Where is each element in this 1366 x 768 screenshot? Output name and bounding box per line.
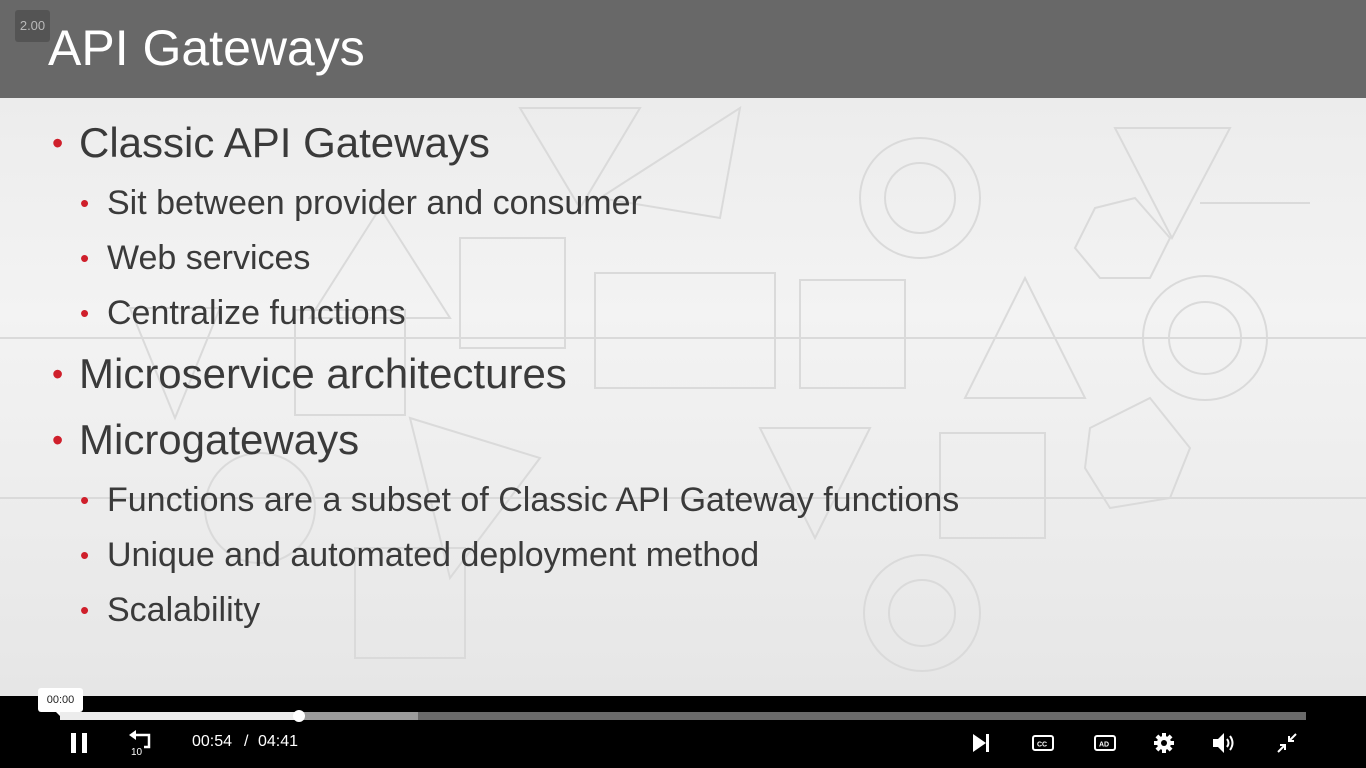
slide-title: API Gateways <box>48 20 365 76</box>
audio-description-button[interactable]: AD <box>1090 728 1120 758</box>
bullet-item: •Microservice architectures <box>52 350 567 397</box>
next-button[interactable] <box>966 728 996 758</box>
volume-icon <box>1213 733 1234 753</box>
seek-hover-time-tooltip: 00:00 <box>38 688 83 716</box>
bullet-item: •Classic API Gateways <box>52 119 490 166</box>
sub-bullet-item: •Unique and automated deployment method <box>80 536 760 574</box>
closed-captions-icon: CC <box>1032 735 1054 751</box>
bullet-dot-icon: • <box>80 485 90 515</box>
seek-bar-handle[interactable] <box>293 710 306 722</box>
svg-text:CC: CC <box>1037 742 1047 749</box>
duration: 04:41 <box>258 733 299 750</box>
sub-bullet-item: •Scalability <box>80 591 261 629</box>
rewind-10-button[interactable]: 10 <box>126 728 156 758</box>
exit-fullscreen-icon <box>1277 733 1297 753</box>
settings-icon <box>1154 733 1174 753</box>
seek-bar[interactable] <box>60 710 1306 722</box>
sub-bullet-item: •Centralize functions <box>80 294 406 332</box>
sub-bullet-item: •Web services <box>80 239 311 277</box>
exit-fullscreen-button[interactable] <box>1272 728 1302 758</box>
sub-bullet-item: •Sit between provider and consumer <box>80 184 642 222</box>
background-pattern <box>0 105 1366 672</box>
pause-button[interactable] <box>64 728 94 758</box>
pause-icon <box>71 733 87 753</box>
bullet-dot-icon: • <box>80 298 90 328</box>
next-icon <box>973 734 989 752</box>
rewind-10-icon: 10 <box>129 730 151 756</box>
bullet-dot-icon: • <box>52 125 64 161</box>
settings-button[interactable] <box>1149 728 1179 758</box>
slide-bullet-list: •Classic API Gateways •Sit between provi… <box>52 119 960 629</box>
svg-text:10: 10 <box>131 747 143 756</box>
bullet-dot-icon: • <box>52 422 64 458</box>
slide-title-bar: API Gateways 2.00 <box>0 0 1366 98</box>
playback-speed-badge[interactable]: 2.00 <box>15 10 50 42</box>
current-time: 00:54 <box>192 733 233 750</box>
time-separator: / <box>244 733 249 750</box>
svg-text:AD: AD <box>1099 742 1109 749</box>
slide: API Gateways 2.00 •Classic API Gateways … <box>0 0 1366 696</box>
volume-button[interactable] <box>1210 728 1240 758</box>
player-control-bar: 00:00 10 00:54 / 04:41 CC AD <box>0 688 1366 768</box>
bullet-dot-icon: • <box>80 540 90 570</box>
seek-bar-played <box>60 712 300 720</box>
bullet-dot-icon: • <box>80 595 90 625</box>
closed-captions-button[interactable]: CC <box>1028 728 1058 758</box>
bullet-dot-icon: • <box>52 356 64 392</box>
bullet-dot-icon: • <box>80 188 90 218</box>
audio-description-icon: AD <box>1094 735 1116 751</box>
sub-bullet-item: •Functions are a subset of Classic API G… <box>80 481 960 519</box>
bullet-dot-icon: • <box>80 243 90 273</box>
bullet-item: •Microgateways <box>52 416 360 463</box>
